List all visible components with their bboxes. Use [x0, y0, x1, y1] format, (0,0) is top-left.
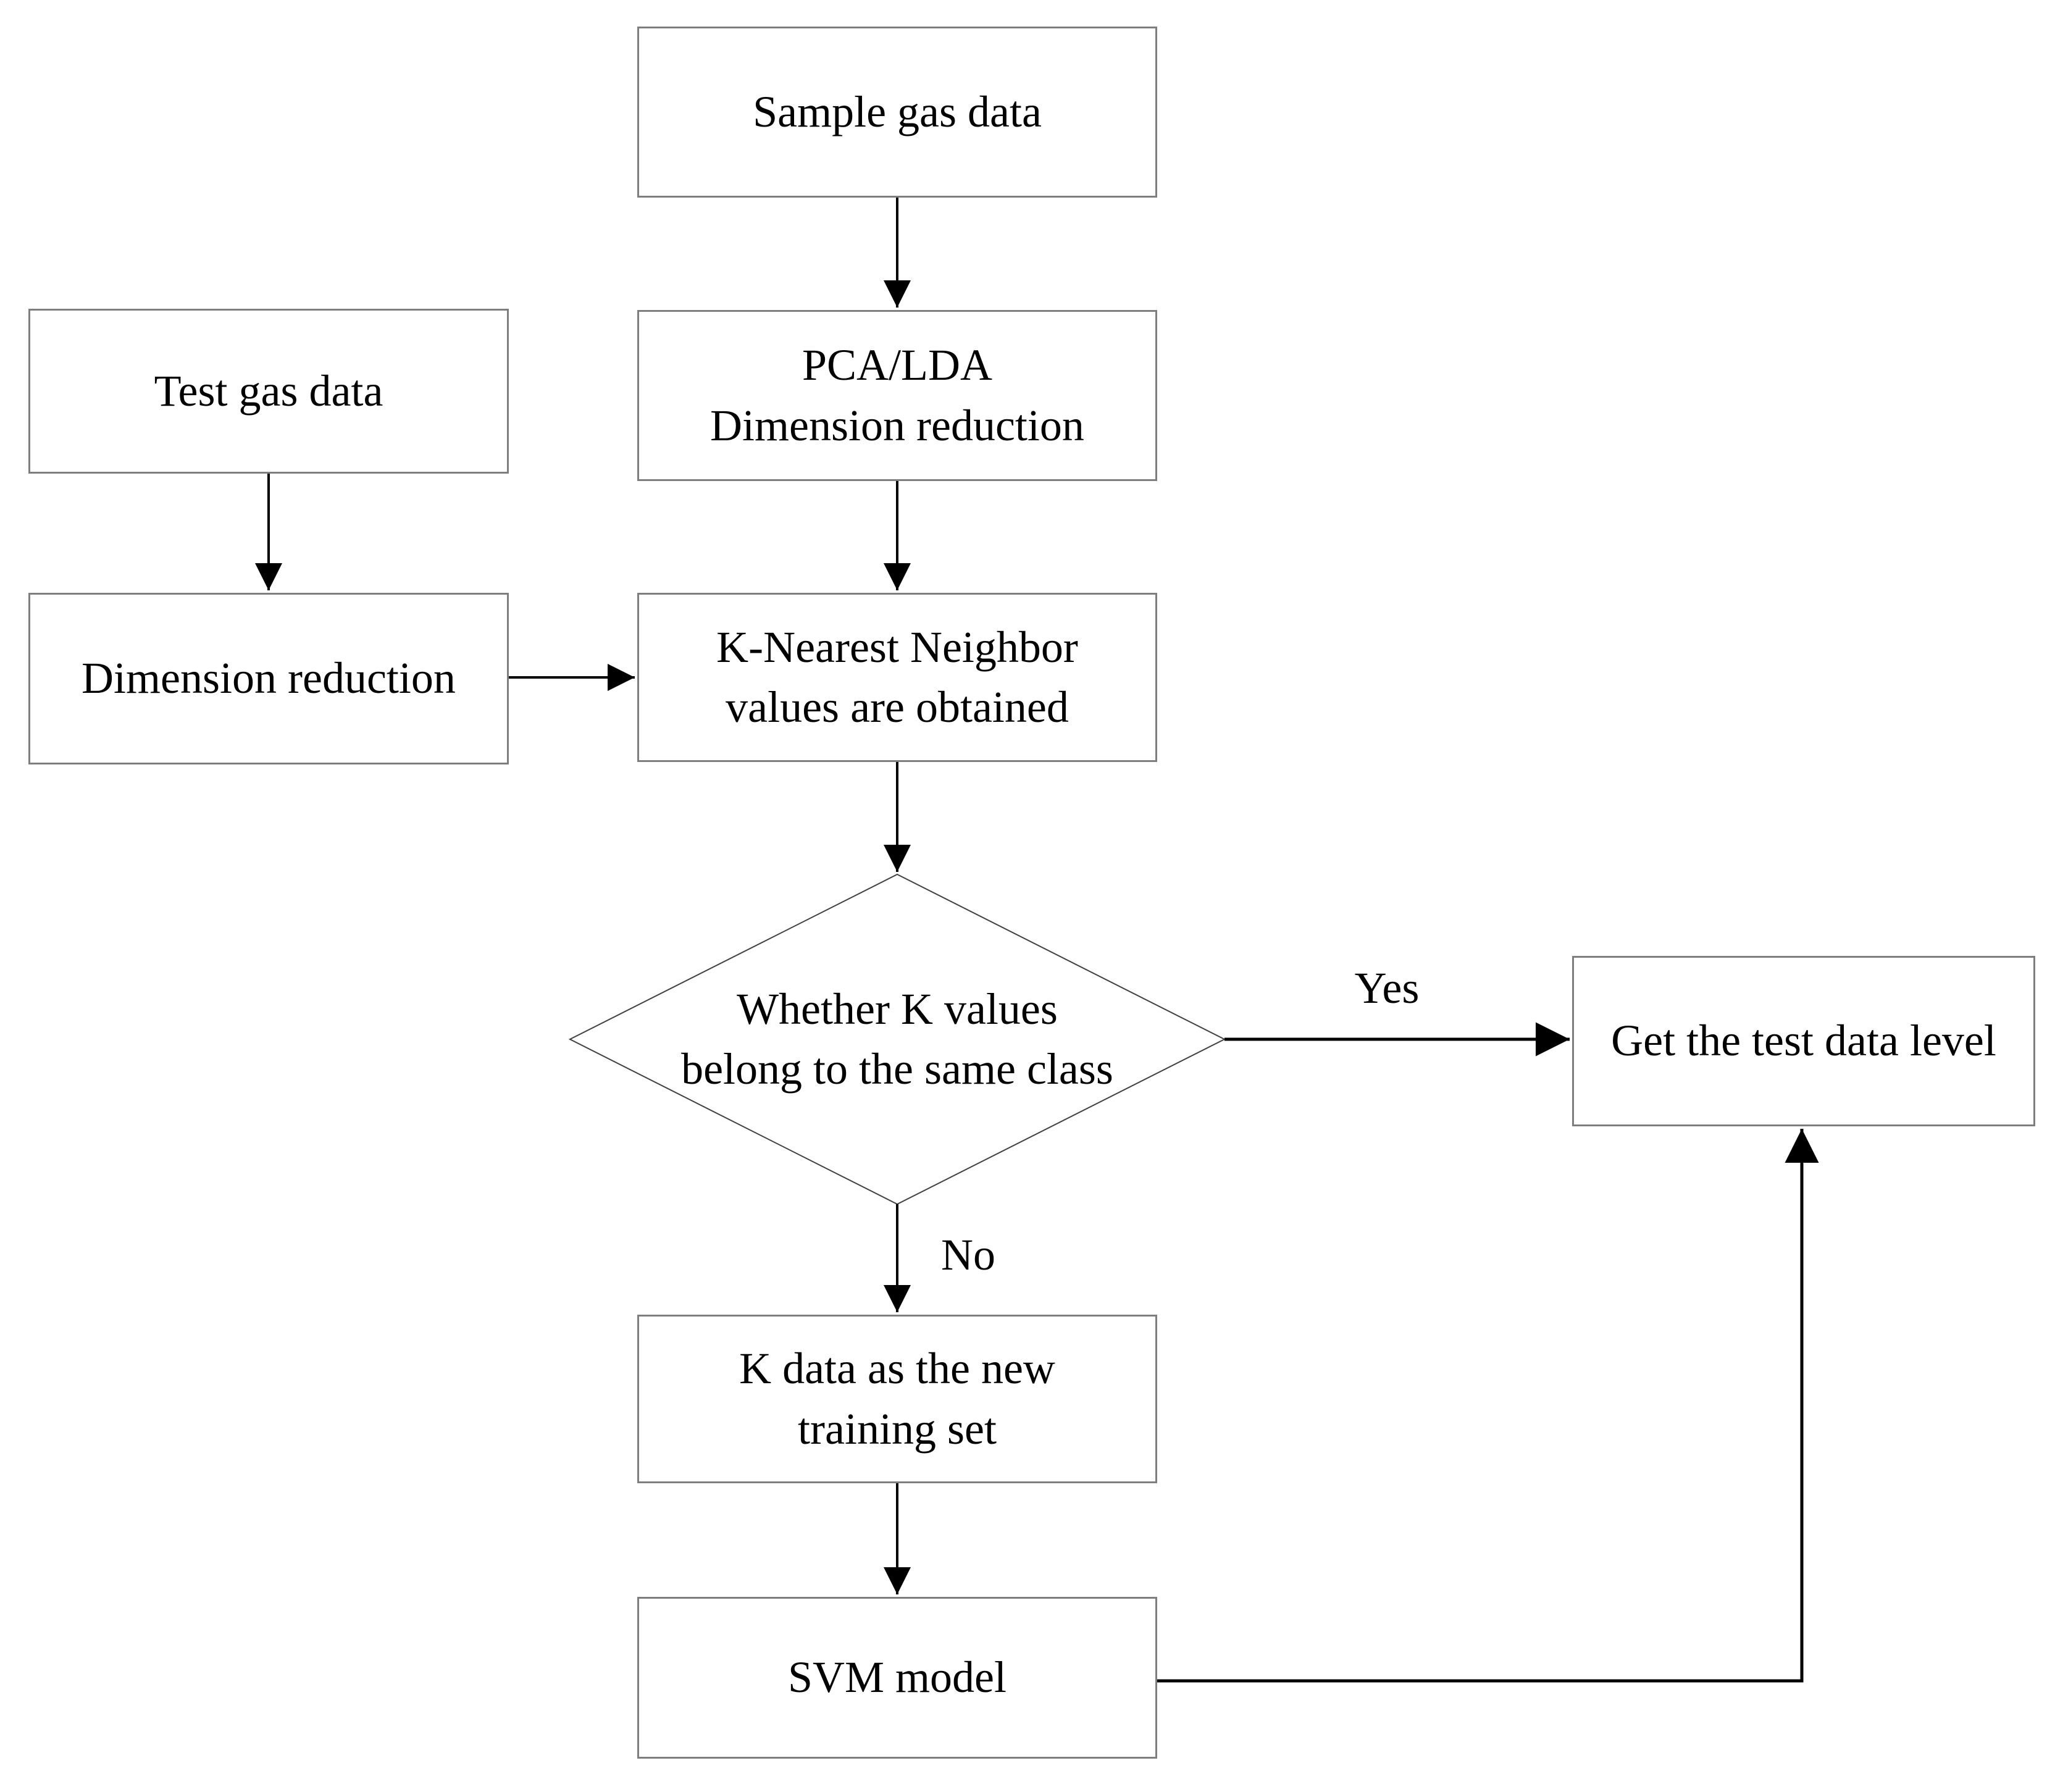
node-svm-model: SVM model — [637, 1597, 1157, 1759]
node-get-test-data-level-label: Get the test data level — [1611, 1016, 1996, 1066]
node-decision-label: Whether K values belong to the same clas… — [681, 984, 1113, 1094]
arrow-svm-to-get — [1157, 1129, 1819, 1683]
node-svm-model-label: SVM model — [787, 1652, 1007, 1702]
node-test-gas-data-label: Test gas data — [154, 366, 383, 416]
edge-label-no: No — [913, 1225, 1024, 1284]
node-pca-lda-dimension-reduction: PCA/LDA Dimension reduction — [637, 310, 1157, 481]
node-get-test-data-level: Get the test data level — [1572, 956, 2035, 1126]
edge-label-no-text: No — [941, 1229, 995, 1279]
node-k-nearest-neighbor-label: K-Nearest Neighbor values are obtained — [716, 622, 1078, 732]
node-k-data-new-training-set-label: K data as the new training set — [739, 1344, 1055, 1454]
edge-label-yes-text: Yes — [1354, 963, 1420, 1013]
node-pca-lda-dimension-reduction-label: PCA/LDA Dimension reduction — [710, 340, 1084, 450]
node-k-nearest-neighbor: K-Nearest Neighbor values are obtained — [637, 593, 1157, 762]
node-sample-gas-data-label: Sample gas data — [753, 86, 1042, 136]
node-test-gas-data: Test gas data — [28, 309, 509, 474]
edge-label-yes: Yes — [1325, 958, 1449, 1018]
node-sample-gas-data: Sample gas data — [637, 27, 1157, 198]
node-dimension-reduction: Dimension reduction — [28, 593, 509, 764]
node-k-data-new-training-set: K data as the new training set — [637, 1315, 1157, 1483]
node-dimension-reduction-label: Dimension reduction — [82, 653, 456, 703]
node-decision-whether-k-values: Whether K values belong to the same clas… — [619, 973, 1175, 1106]
